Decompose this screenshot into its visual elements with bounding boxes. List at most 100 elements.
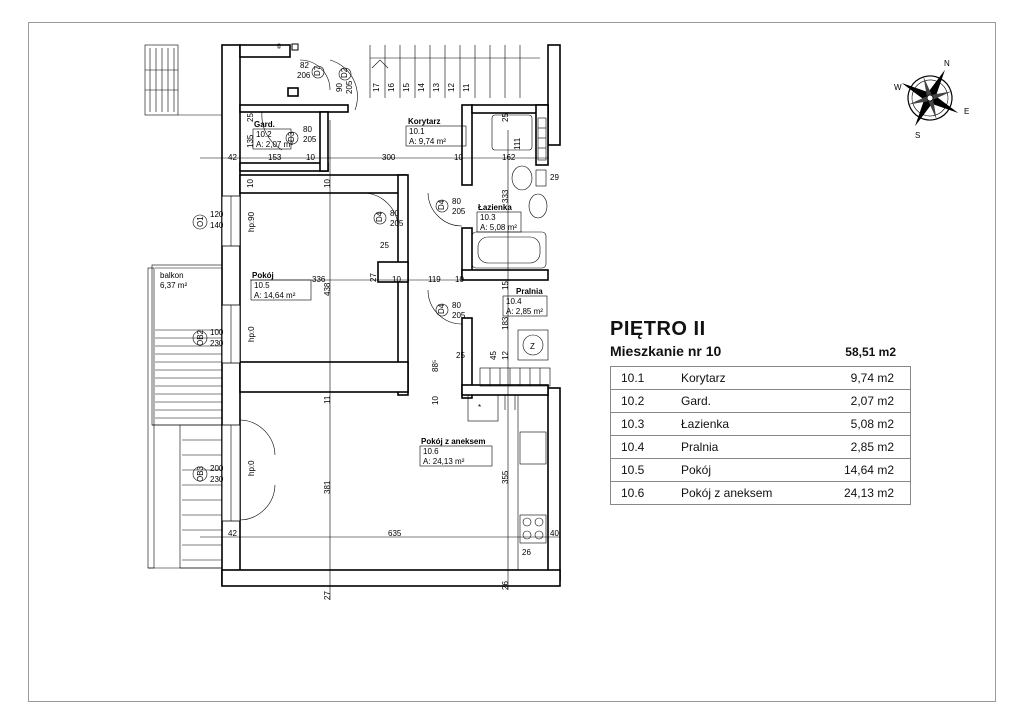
table-row: 10.5 Pokój 14,64 m2 — [610, 458, 911, 482]
wall-stub — [287, 87, 299, 97]
wall-gard-top — [239, 104, 349, 113]
dim: 300 — [382, 153, 396, 162]
south-wall — [221, 569, 561, 587]
stair-step-label: 11 — [462, 83, 471, 92]
stair-step-label: 13 — [432, 83, 441, 92]
shaft-grid — [479, 367, 551, 387]
window-width: 100 — [210, 328, 224, 337]
door-tag-d4: D4 — [437, 303, 446, 314]
dim: 25 — [456, 351, 465, 360]
room-name: Gard. — [671, 389, 816, 413]
dim: 26 — [501, 581, 510, 590]
dim: 10 — [454, 153, 463, 162]
kitchen-fixtures: * — [467, 394, 547, 570]
dimension-texts: 42 153 10 300 10 162 135 25 111 25 29 33… — [228, 113, 559, 600]
window-width: 200 — [210, 464, 224, 473]
door-width: 80 — [390, 209, 399, 218]
room-id: 10.2 — [610, 389, 671, 413]
room-name: Pokój — [671, 458, 816, 482]
windows — [221, 195, 241, 522]
wall-pralnia-left — [461, 317, 473, 399]
interior-walls — [239, 104, 549, 399]
window-height: 230 — [210, 475, 224, 484]
door-tag-d4: D4 — [437, 199, 446, 210]
dim: 25 — [501, 113, 510, 122]
svg-text:Korytarz: Korytarz — [408, 117, 440, 126]
svg-text:Pokój z aneksem: Pokój z aneksem — [421, 437, 485, 446]
dim: 25 — [380, 241, 389, 250]
door-tags: D7 82 206 D2 90 205 D3 80 205 D4 80 205 … — [285, 61, 466, 320]
wall-bath-left — [461, 104, 473, 186]
dim: 333 — [501, 189, 510, 203]
dim: 355 — [501, 470, 510, 484]
svg-text:10.1: 10.1 — [409, 127, 425, 136]
room-area: 2,07 m2 — [815, 389, 911, 413]
room-id: 10.4 — [610, 435, 671, 459]
dimension-lines — [200, 120, 560, 600]
window-tags: O1 120 140 hp:90 OB2 100 230 hp:0 OB3 20… — [192, 210, 256, 484]
room-label-gard: Gard. 10.2 A: 2,07 m² — [252, 120, 293, 150]
dim: 12 — [501, 351, 510, 360]
dim: 10 — [392, 275, 401, 284]
bathroom-fixtures: Z — [471, 114, 551, 387]
dim: 40 — [550, 529, 559, 538]
door-width: 82 — [300, 61, 309, 70]
door-swings — [239, 43, 463, 521]
table-row: 10.1 Korytarz 9,74 m2 — [610, 366, 911, 390]
stair-step-label: 16 — [387, 83, 396, 92]
wall-shaft — [535, 104, 549, 166]
compass-w: W — [894, 83, 902, 92]
dim: 45 — [489, 351, 498, 360]
dim: 162 — [502, 153, 516, 162]
room-area: 2,85 m2 — [815, 435, 911, 459]
room-label-pokoj-z-aneksem: Pokój z aneksem 10.6 A: 24,13 m² — [419, 437, 493, 467]
compass-e: E — [964, 107, 969, 116]
room-area: 9,74 m2 — [815, 366, 911, 390]
window-hp: hp:90 — [247, 211, 256, 232]
dim: 635 — [388, 529, 402, 538]
wall-pokoj-bottom — [239, 361, 409, 393]
room-name: Pokój z aneksem — [671, 481, 816, 505]
shelf-unit — [537, 117, 547, 161]
washbasin — [528, 193, 548, 219]
wall-gard-bottom — [239, 162, 329, 172]
room-id: 10.1 — [610, 366, 671, 390]
window-hp: hp:0 — [247, 460, 256, 476]
svg-text:10.5: 10.5 — [254, 281, 270, 290]
svg-text:A: 9,74 m²: A: 9,74 m² — [409, 137, 446, 146]
svg-text:Łazienka: Łazienka — [478, 203, 512, 212]
room-schedule-table: 10.1 Korytarz 9,74 m2 10.2 Gard. 2,07 m2… — [610, 366, 911, 505]
dim: 27 — [323, 591, 332, 600]
door-height: 205 — [452, 207, 466, 216]
stair-step-label: 12 — [447, 83, 456, 92]
dim: 135 — [246, 134, 255, 148]
dim: 11 — [323, 395, 332, 404]
dim: 26 — [522, 548, 531, 557]
apartment-number: Mieszkanie nr 10 — [610, 343, 722, 359]
svg-text:10.2: 10.2 — [256, 130, 272, 139]
window-width: 120 — [210, 210, 224, 219]
dim: 111 — [513, 137, 522, 150]
dim: 15 — [501, 281, 510, 290]
svg-text:10.3: 10.3 — [480, 213, 496, 222]
door-width: 80 — [452, 197, 461, 206]
balcony: balkon 6,37 m² — [147, 264, 223, 569]
balcony-area: 6,37 m² — [160, 281, 187, 290]
table-row: 10.3 Łazienka 5,08 m2 — [610, 412, 911, 436]
room-label-pralnia: Pralnia 10.4 A: 2,85 m² — [502, 287, 548, 317]
window-hp: hp:0 — [247, 326, 256, 342]
north-wall-left — [239, 44, 291, 58]
table-row: 10.6 Pokój z aneksem 24,13 m2 — [610, 481, 911, 505]
window-height: 140 — [210, 221, 224, 230]
dim: 381 — [323, 480, 332, 494]
door-height: 206 — [297, 71, 311, 80]
cooktop — [519, 514, 547, 544]
room-name: Pralnia — [671, 435, 816, 459]
svg-text:Pokój: Pokój — [252, 271, 274, 280]
dim: 27 — [369, 273, 378, 282]
svg-text:A: 24,13 m²: A: 24,13 m² — [423, 457, 465, 466]
room-label-lazienka: Łazienka 10.3 A: 5,08 m² — [476, 203, 522, 233]
room-id: 10.5 — [610, 458, 671, 482]
window-tag-o1: O1 — [196, 216, 205, 227]
